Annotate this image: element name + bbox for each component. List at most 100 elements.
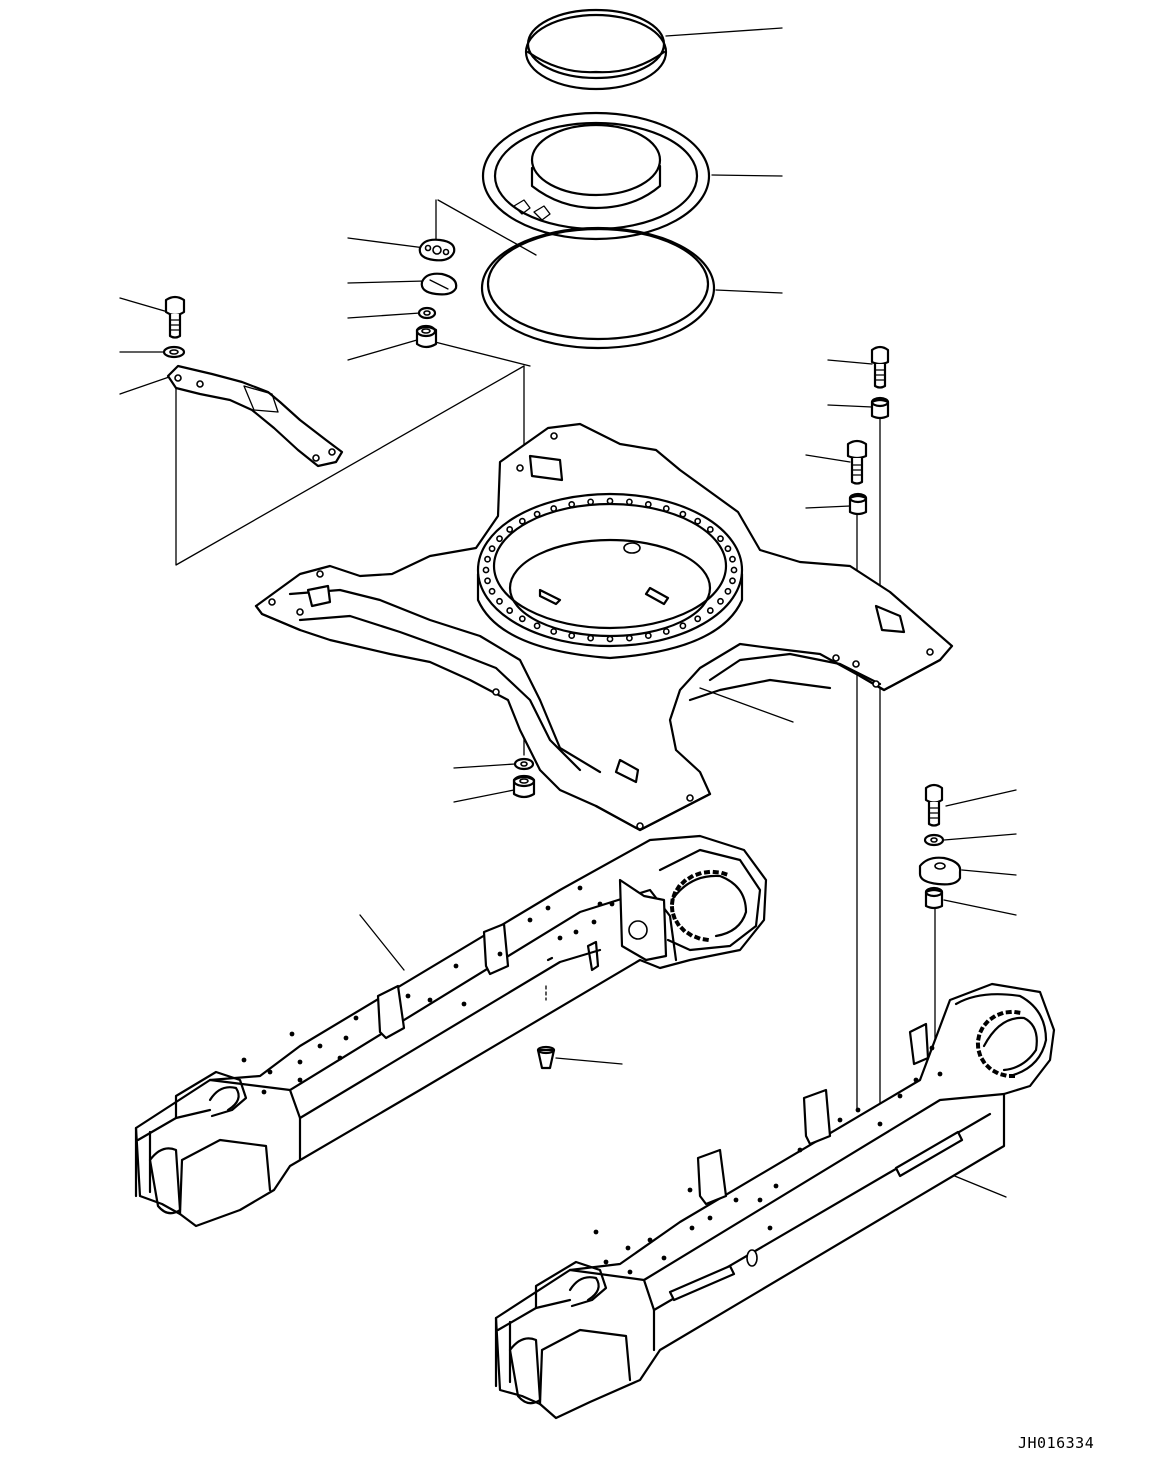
mounting-hole [267, 1069, 273, 1075]
flange-bolt-hole [497, 599, 502, 604]
mounting-hole [937, 1071, 943, 1077]
cover-ring [483, 113, 709, 239]
flange-bolt-hole [646, 633, 651, 638]
idler-tooth [1000, 1072, 1007, 1078]
mounting-hole [897, 1093, 903, 1099]
flange-bolt-hole [485, 557, 490, 562]
idler-tooth [712, 869, 719, 875]
idler-tooth [976, 1034, 982, 1041]
washer [164, 347, 184, 357]
idler-tooth [685, 930, 694, 938]
bushing [850, 494, 866, 514]
flange-bolt-hole [725, 589, 730, 594]
mounting-hole [557, 935, 563, 941]
leader-washer-c [454, 764, 515, 768]
flange-bolt-hole [588, 499, 593, 504]
flange-bolt-hole [725, 546, 730, 551]
idler-tooth [671, 913, 677, 920]
leader-bushing-b [828, 405, 872, 407]
mounting-hole [405, 993, 411, 999]
leader-nut-c [454, 790, 514, 802]
mounting-hole [609, 901, 615, 907]
bolt [872, 347, 888, 388]
mounting-hole [855, 1107, 861, 1113]
flange-bolt-hole [627, 499, 632, 504]
nut [514, 776, 534, 797]
idler-tooth [978, 1026, 985, 1034]
mounting-hole [337, 1055, 343, 1061]
mounting-hole [527, 917, 533, 923]
washer [925, 835, 943, 845]
mounting-hole [261, 1089, 267, 1095]
mounting-hole [797, 1147, 803, 1153]
ring-seal-top [526, 10, 666, 89]
flange-bolt-hole [507, 608, 512, 613]
flange-bolt-hole [718, 536, 723, 541]
leader-bushing-d [944, 900, 1016, 915]
mounting-hole [343, 1035, 349, 1041]
mounting-hole [453, 963, 459, 969]
leader-bolt-c [806, 455, 850, 462]
center-frame [256, 424, 952, 830]
mounting-holes-left [241, 885, 615, 1095]
flange-bolt-hole [646, 502, 651, 507]
leader-grease-fitting [556, 1058, 622, 1064]
flange-bolt-hole [520, 616, 525, 621]
bolt [166, 297, 184, 338]
idler-tooth [693, 934, 701, 941]
bolt [848, 441, 866, 484]
mounting-hole [461, 1001, 467, 1007]
idler-tooth [694, 871, 702, 877]
drawing-code: JH016334 [1018, 1434, 1095, 1452]
mounting-hole [603, 1259, 609, 1265]
flange-bolt-hole [695, 616, 700, 621]
mounting-hole [317, 1043, 323, 1049]
idler-tooth [991, 1068, 1000, 1076]
flange-bolt-hole [664, 506, 669, 511]
mounting-hole [591, 919, 597, 925]
flange-bolt-hole [497, 536, 502, 541]
idler-teeth-right [975, 1009, 1021, 1078]
leader-nut-a [348, 340, 417, 360]
mounting-hole [627, 1269, 633, 1275]
mounting-hole [241, 1057, 247, 1063]
mounting-hole [877, 1121, 883, 1127]
leader-cover-ring [712, 175, 782, 176]
leader-o-ring [716, 290, 782, 293]
mounting-hole [297, 1059, 303, 1065]
washer [515, 759, 533, 769]
nut [417, 326, 436, 347]
idler-tooth [982, 1019, 990, 1027]
leader-washer-d [944, 834, 1016, 840]
idler-tooth [669, 906, 675, 913]
o-ring [482, 228, 714, 348]
leader-bolt-a [120, 298, 168, 312]
mounting-hole [913, 1077, 919, 1083]
idler-tooth [679, 925, 687, 933]
mounting-hole [687, 1187, 693, 1193]
idler-tooth [979, 1057, 987, 1065]
idler-tooth [989, 1014, 997, 1022]
leader-cover-plate [348, 281, 425, 283]
leader-bushing-c [806, 506, 850, 508]
idler-tooth [976, 1050, 983, 1057]
flange-bolt-hole [730, 578, 735, 583]
grease-fitting [538, 986, 554, 1068]
idler-tooth [674, 884, 682, 892]
leader-track-frame-left [360, 915, 404, 970]
mounting-hole [661, 1255, 667, 1261]
mounting-hole [707, 1215, 713, 1221]
flange-bolt-hole [607, 636, 612, 641]
flange-bolt-hole [489, 589, 494, 594]
mounting-hole [689, 1225, 695, 1231]
bushing [872, 398, 888, 418]
bracket [168, 366, 342, 466]
leader-ring-top [666, 28, 782, 36]
mounting-hole [353, 1015, 359, 1021]
leader-center-frame [700, 688, 793, 722]
leader-washer-a [348, 313, 420, 318]
idler-tooth [674, 919, 681, 927]
flange-bolt-hole [695, 519, 700, 524]
flange-bolt-hole [731, 567, 736, 572]
